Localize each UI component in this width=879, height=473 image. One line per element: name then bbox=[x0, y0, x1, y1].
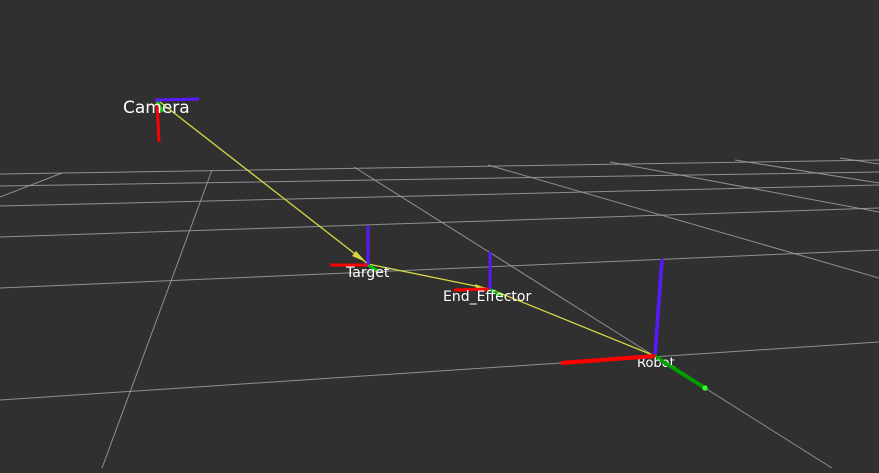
robot-label: Robot bbox=[637, 356, 675, 371]
grid-line bbox=[0, 184, 879, 207]
grid-line bbox=[734, 159, 879, 184]
robot-y-axis-tip-overlay bbox=[702, 385, 708, 391]
end-effector-x-axis bbox=[453, 287, 491, 292]
grid-line bbox=[0, 207, 879, 238]
tf-link-target-end-effector bbox=[367, 263, 491, 290]
grid-line bbox=[0, 341, 879, 401]
grid-line bbox=[353, 166, 833, 469]
camera-label: Camera bbox=[123, 98, 190, 118]
grid-line bbox=[609, 161, 879, 213]
grid-line bbox=[101, 169, 213, 469]
camera-x-axis bbox=[155, 100, 161, 143]
ground-grid bbox=[0, 157, 879, 469]
grid-line bbox=[0, 159, 879, 175]
robot-x-axis-overlay bbox=[560, 354, 656, 365]
target-y-axis bbox=[367, 263, 379, 273]
tf-arrow-head bbox=[352, 251, 366, 262]
grid-line bbox=[487, 164, 879, 279]
grid-line bbox=[839, 157, 879, 165]
camera-frame-axes[interactable] bbox=[154, 97, 200, 143]
camera-y-axis bbox=[155, 100, 165, 113]
grid-line bbox=[0, 172, 63, 198]
robot-z-axis bbox=[653, 258, 664, 357]
robot-frame-axes[interactable] bbox=[560, 258, 708, 391]
target-label: Target bbox=[345, 265, 390, 281]
end-effector-frame-axes[interactable] bbox=[453, 252, 504, 299]
grid-line bbox=[0, 171, 879, 187]
camera-z-axis bbox=[154, 97, 200, 102]
tf-link-camera-target bbox=[159, 101, 369, 265]
grid-line bbox=[0, 249, 879, 289]
tf-link-end-effector-robot bbox=[489, 288, 656, 357]
tf-links bbox=[159, 101, 656, 357]
robot-y-axis-overlay bbox=[659, 358, 706, 390]
target-frame-axes[interactable] bbox=[330, 226, 379, 273]
end-effector-label: End_Effector bbox=[443, 289, 531, 305]
end-effector-y-axis bbox=[489, 287, 504, 299]
